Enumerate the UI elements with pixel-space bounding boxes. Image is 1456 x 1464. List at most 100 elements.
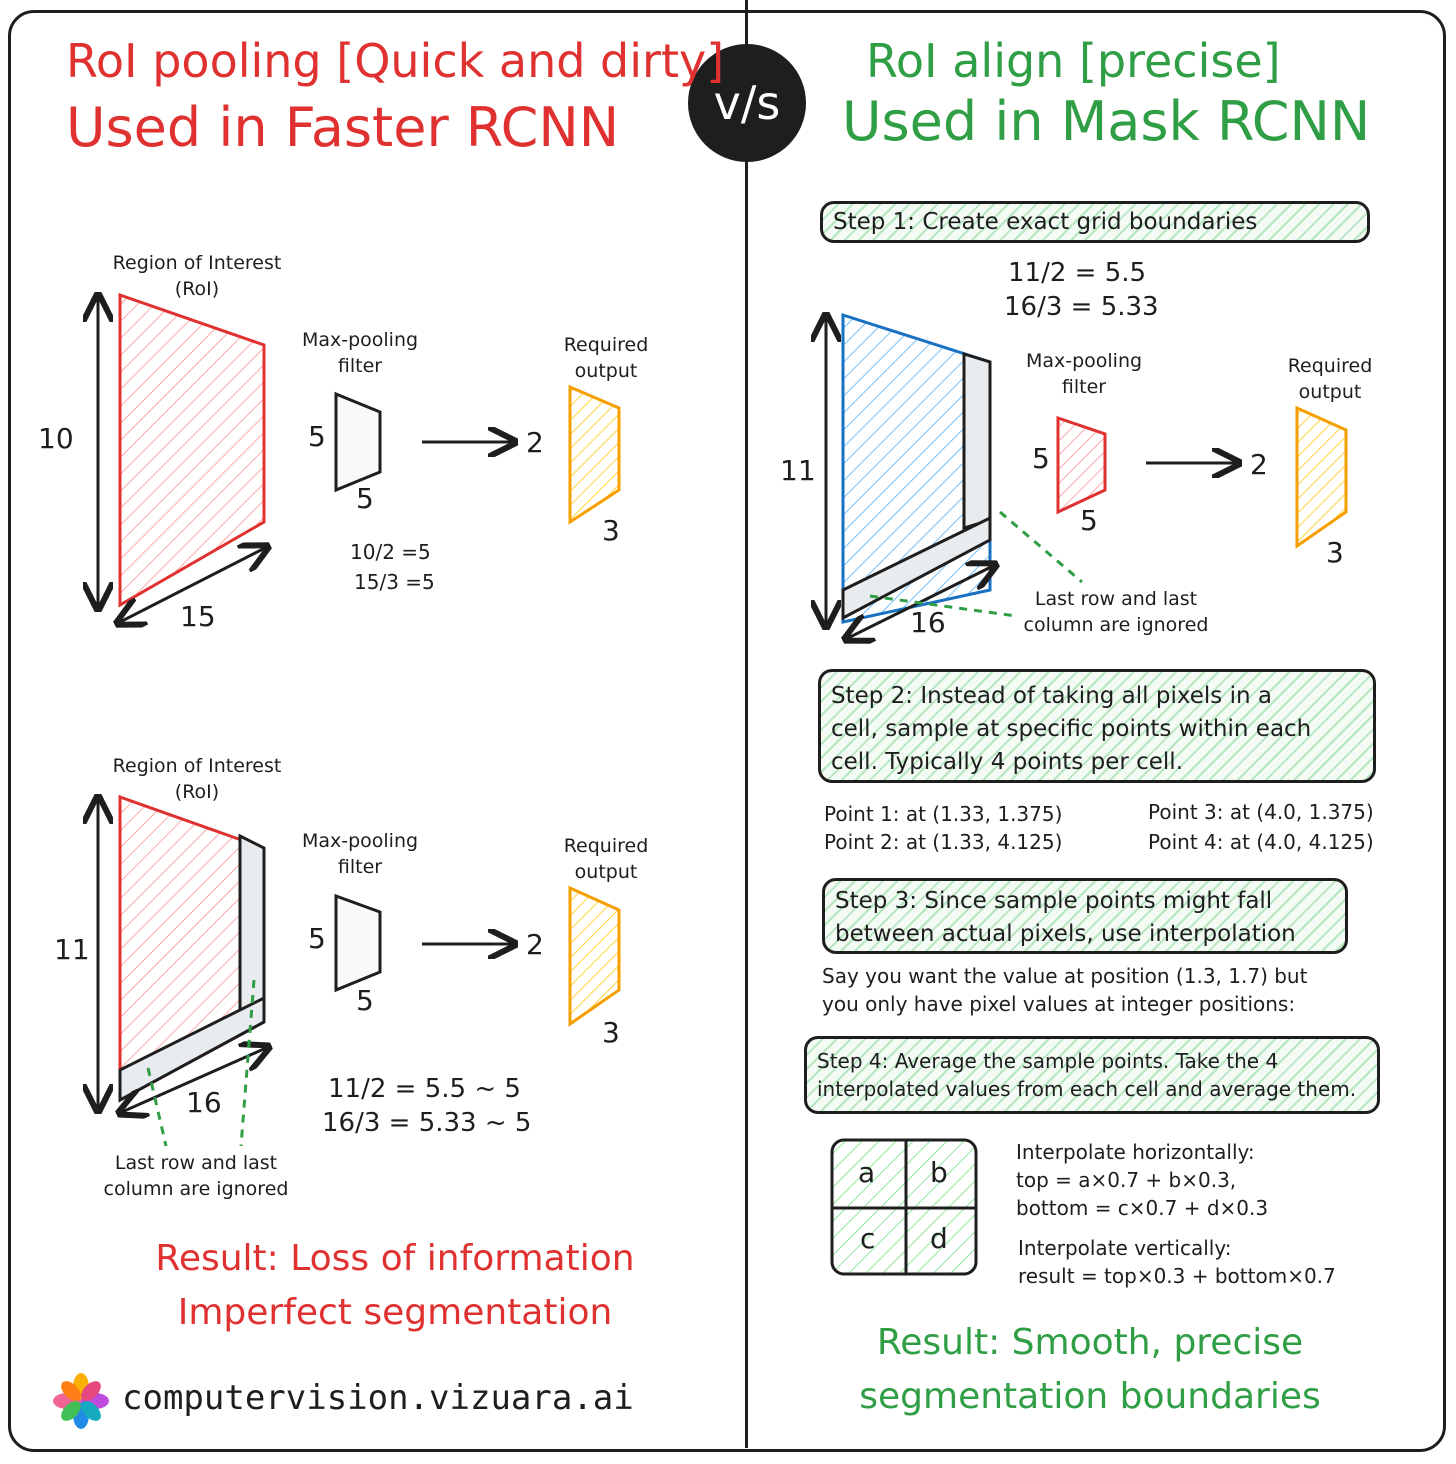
- step-2-box: Step 2: Instead of taking all pixels in …: [818, 669, 1376, 783]
- left-ignored-pointer-a: [146, 1067, 168, 1147]
- left-filter-w-1: 5: [356, 482, 374, 515]
- output-label-line2: output: [1298, 381, 1362, 403]
- left-height-1: 10: [38, 422, 74, 455]
- point-3: Point 3: at (4.0, 1.375): [1148, 800, 1374, 824]
- ignored-line2: column are ignored: [103, 1178, 289, 1200]
- left-filter-label-2: Max-pooling filter: [298, 828, 422, 880]
- right-ignored-pointer-a: [999, 510, 1083, 584]
- point-2: Point 2: at (1.33, 4.125): [824, 830, 1063, 854]
- right-result-line2: segmentation boundaries: [859, 1376, 1321, 1417]
- step-3-box: Step 3: Since sample points might fall b…: [822, 878, 1348, 954]
- outer-frame: [8, 10, 1446, 1452]
- left-result-line1: Result: Loss of information: [155, 1238, 635, 1279]
- left-calc-1b: 15/3 =5: [354, 570, 435, 594]
- grid-cell-d: d: [930, 1222, 948, 1255]
- left-width-2: 16: [186, 1086, 222, 1119]
- right-result: Result: Smooth, precise segmentation bou…: [790, 1316, 1390, 1424]
- right-ignored-pointer-b: [869, 594, 1017, 618]
- step-2-line3: cell. Typically 4 points per cell.: [831, 749, 1184, 775]
- output-label-line1: Required: [563, 334, 649, 356]
- step-4-line1: Step 4: Average the sample points. Take …: [817, 1049, 1279, 1073]
- left-calc-2b: 16/3 = 5.33 ~ 5: [322, 1108, 532, 1138]
- left-calc-1a: 10/2 =5: [350, 540, 431, 564]
- grid-cell-b: b: [930, 1156, 948, 1189]
- step-3-line1: Step 3: Since sample points might fall: [835, 888, 1273, 914]
- filter-label-line1: Max-pooling: [301, 329, 419, 351]
- roi-label-line2: (RoI): [174, 278, 220, 300]
- right-out-h: 2: [1250, 448, 1268, 481]
- left-output-label-1: Required output: [558, 332, 654, 384]
- say-line-2: you only have pixel values at integer po…: [822, 992, 1296, 1016]
- interp-grid: [830, 1138, 978, 1276]
- left-title-1: RoI pooling [Quick and dirty]: [66, 34, 725, 88]
- vs-badge: v/s: [688, 44, 806, 162]
- right-output: [1295, 405, 1348, 549]
- roi-label-line1: Region of Interest: [112, 252, 282, 274]
- left-filter-label-1: Max-pooling filter: [298, 327, 422, 379]
- right-height: 11: [780, 454, 816, 487]
- left-out-w-2: 3: [602, 1016, 620, 1049]
- right-title-2: Used in Mask RCNN: [842, 90, 1371, 153]
- right-roi: [841, 312, 992, 624]
- left-roi-label-1: Region of Interest (RoI): [100, 250, 294, 302]
- left-filter-h-1: 5: [308, 420, 326, 453]
- left-width-1: 15: [180, 600, 216, 633]
- right-out-w: 3: [1326, 536, 1344, 569]
- roi-label-line2: (RoI): [174, 781, 220, 803]
- roi-label-line1: Region of Interest: [112, 755, 282, 777]
- filter-label-line2: filter: [1061, 376, 1107, 398]
- step-1-box: Step 1: Create exact grid boundaries: [820, 201, 1370, 243]
- left-out-h-1: 2: [526, 426, 544, 459]
- right-result-line1: Result: Smooth, precise: [876, 1322, 1304, 1363]
- step-4-line2: interpolated values from each cell and a…: [817, 1077, 1357, 1101]
- step-4-box: Step 4: Average the sample points. Take …: [804, 1036, 1380, 1114]
- brand-link[interactable]: computervision.vizuara.ai: [122, 1378, 634, 1418]
- center-divider: [745, 0, 748, 1448]
- grid-cell-a: a: [858, 1156, 876, 1189]
- left-filter-w-2: 5: [356, 984, 374, 1017]
- filter-label-line2: filter: [337, 355, 383, 377]
- output-label-line1: Required: [563, 835, 649, 857]
- right-output-label: Required output: [1282, 353, 1378, 405]
- left-roi-2: [118, 794, 266, 1103]
- step-3-line2: between actual pixels, use interpolation: [835, 921, 1296, 947]
- step-2-line2: cell, sample at specific points within e…: [831, 716, 1312, 742]
- output-label-line2: output: [574, 360, 638, 382]
- ignored-line2: column are ignored: [1023, 614, 1209, 636]
- left-out-h-2: 2: [526, 928, 544, 961]
- left-roi-label-2: Region of Interest (RoI): [100, 753, 294, 805]
- right-ignored-note: Last row and last column are ignored: [1016, 586, 1216, 638]
- output-label-line1: Required: [1287, 355, 1373, 377]
- right-calc-1: 11/2 = 5.5: [1008, 258, 1147, 288]
- output-label-line2: output: [574, 861, 638, 883]
- step-2-line1: Step 2: Instead of taking all pixels in …: [831, 683, 1272, 709]
- left-result-line2: Imperfect segmentation: [177, 1292, 613, 1333]
- left-width-arrow-2: [122, 1048, 266, 1112]
- left-title-2: Used in Faster RCNN: [66, 96, 620, 159]
- left-width-arrow-1: [120, 548, 265, 622]
- left-filter-1: [334, 391, 382, 493]
- step-1-text: Step 1: Create exact grid boundaries: [833, 209, 1258, 235]
- left-ignored-pointer-b: [239, 979, 256, 1147]
- interp-h-2: bottom = c×0.7 + d×0.3: [1016, 1196, 1269, 1220]
- interp-h-1: top = a×0.7 + b×0.3,: [1016, 1168, 1237, 1192]
- left-output-1: [568, 384, 621, 525]
- right-filter-label: Max-pooling filter: [1022, 348, 1146, 400]
- left-roi-1: [118, 292, 266, 608]
- interp-h-title: Interpolate horizontally:: [1016, 1140, 1255, 1164]
- left-height-2: 11: [54, 933, 90, 966]
- right-title-1: RoI align [precise]: [866, 34, 1281, 88]
- left-out-w-1: 3: [602, 514, 620, 547]
- vs-label: v/s: [713, 76, 781, 130]
- brand-logo-icon: [53, 1373, 109, 1429]
- left-calc-2a: 11/2 = 5.5 ~ 5: [328, 1074, 521, 1104]
- left-output-2: [568, 885, 621, 1027]
- grid-cell-c: c: [860, 1222, 876, 1255]
- interp-v-1: result = top×0.3 + bottom×0.7: [1018, 1264, 1336, 1288]
- say-line-1: Say you want the value at position (1.3,…: [822, 964, 1308, 988]
- ignored-line1: Last row and last: [1034, 588, 1198, 610]
- left-filter-2: [334, 893, 382, 993]
- point-1: Point 1: at (1.33, 1.375): [824, 802, 1063, 826]
- left-filter-h-2: 5: [308, 922, 326, 955]
